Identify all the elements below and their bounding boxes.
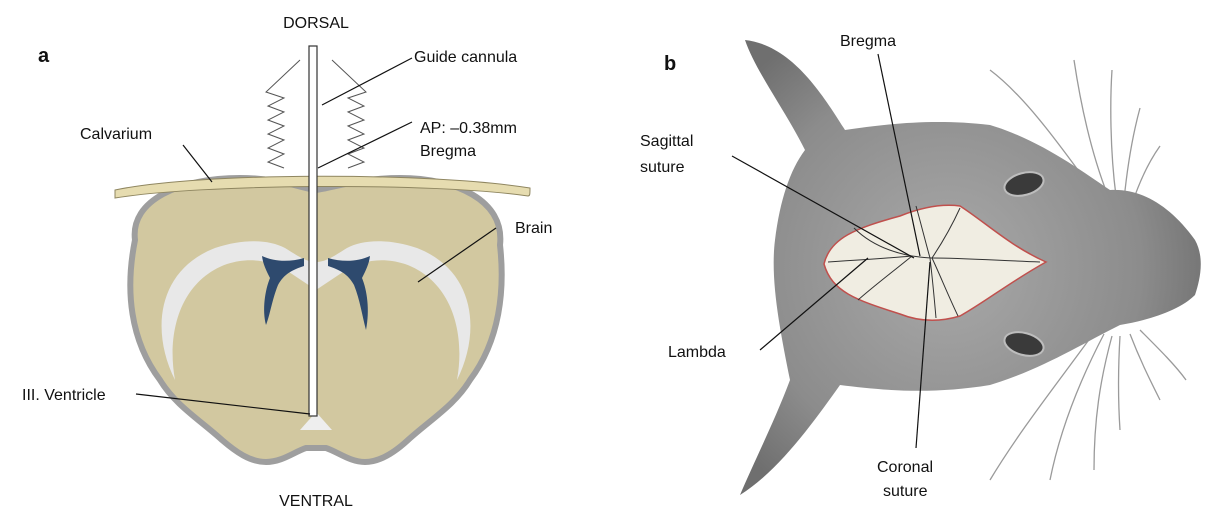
panel-b: b xyxy=(640,33,1201,500)
ap-label-line1: AP: –0.38mm xyxy=(420,120,517,137)
ap-leader xyxy=(318,122,412,168)
guide-cannula-label: Guide cannula xyxy=(414,49,517,66)
panel-b-letter: b xyxy=(664,53,676,75)
coronal-label-line2: suture xyxy=(883,483,928,500)
guide-cannula-leader xyxy=(322,58,412,105)
guide-cannula xyxy=(309,46,317,416)
sagittal-label-line1: Sagittal xyxy=(640,133,693,150)
ventricle-label: III. Ventricle xyxy=(22,387,106,404)
coronal-label-line1: Coronal xyxy=(877,459,933,476)
brain-label: Brain xyxy=(515,220,552,237)
ap-label-line2: Bregma xyxy=(420,143,476,160)
calvarium-leader xyxy=(183,145,212,182)
dorsal-label: DORSAL xyxy=(283,15,349,32)
calvarium-label: Calvarium xyxy=(80,126,152,143)
panel-a: a DORSAL VENTRAL Guide cannula AP: –0.38… xyxy=(22,15,552,509)
sagittal-label-line2: suture xyxy=(640,159,685,176)
bregma-label: Bregma xyxy=(840,33,896,50)
panel-a-letter: a xyxy=(38,45,50,67)
ventral-label: VENTRAL xyxy=(279,493,353,509)
lambda-label: Lambda xyxy=(668,344,726,361)
